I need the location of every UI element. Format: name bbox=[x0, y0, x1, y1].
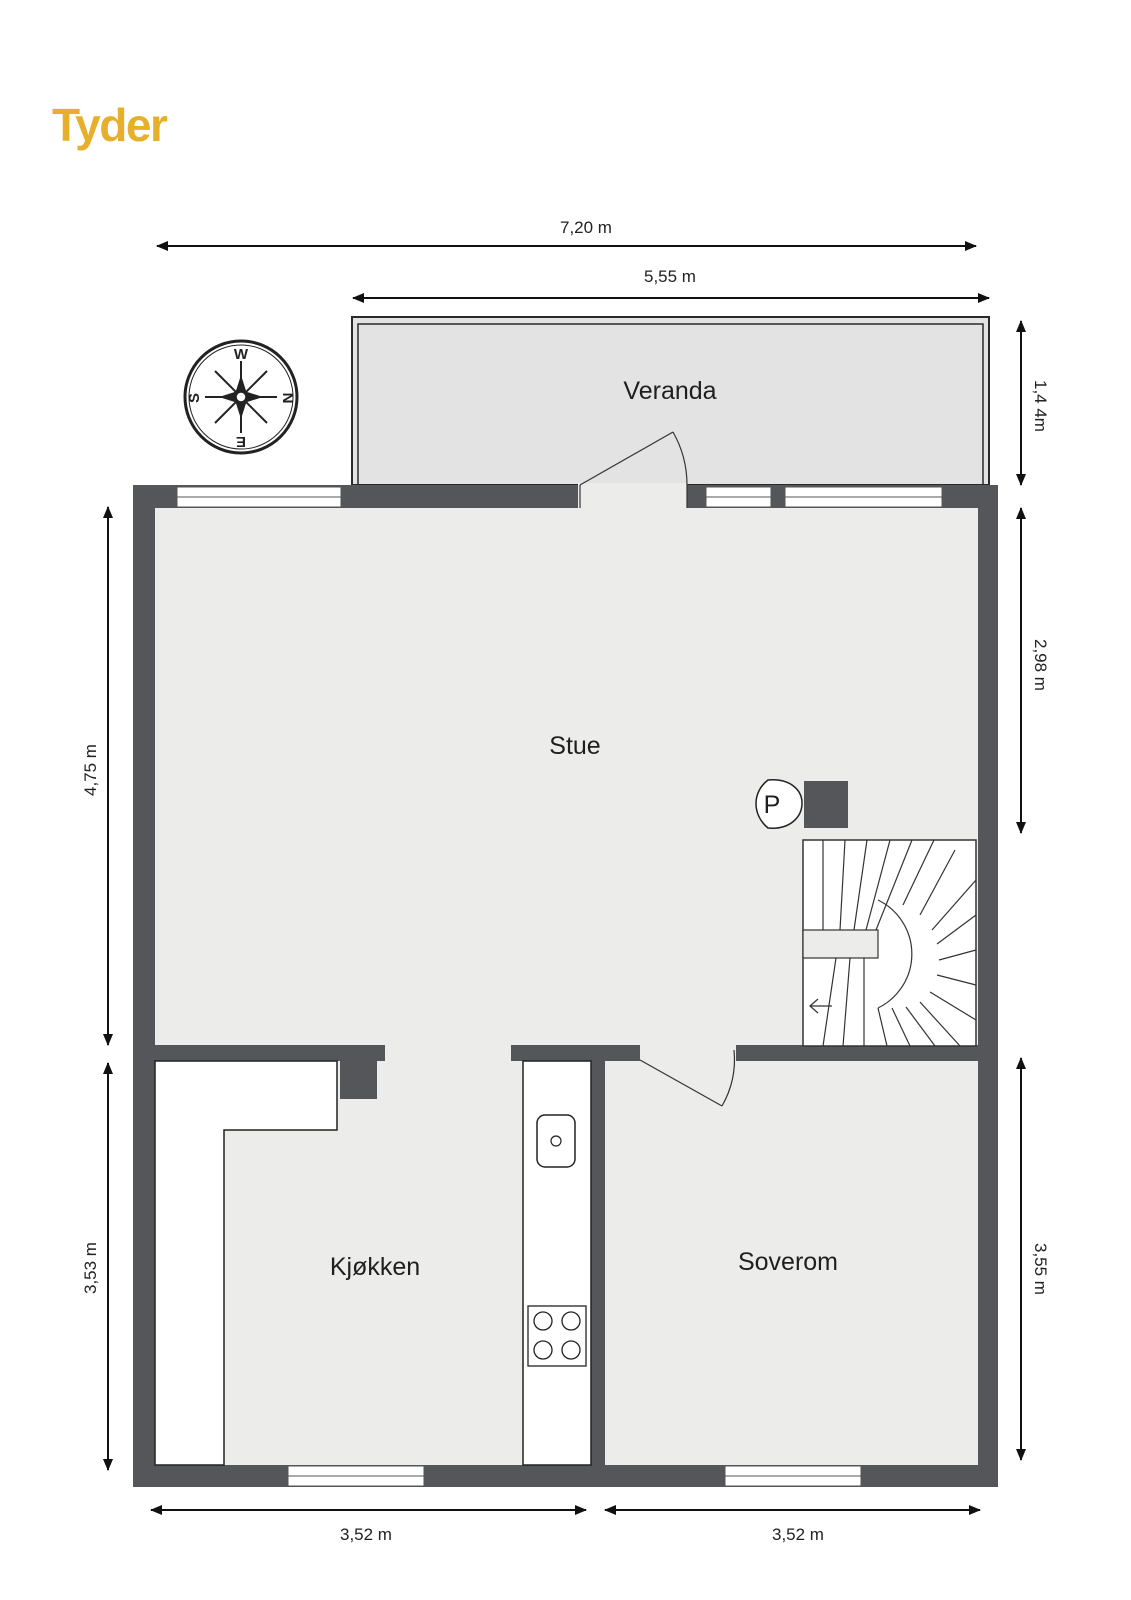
bedroom-door-opening bbox=[640, 1040, 736, 1065]
room-label-soverom: Soverom bbox=[738, 1248, 838, 1276]
p-marker-label: P bbox=[764, 791, 781, 819]
brand-logo: Tyder bbox=[52, 99, 168, 151]
kitchen-opening bbox=[385, 1040, 511, 1065]
room-label-stue: Stue bbox=[549, 732, 600, 760]
room-label-kjokken: Kjøkken bbox=[330, 1253, 420, 1281]
room-label-veranda: Veranda bbox=[623, 377, 716, 405]
kitchen-counter-l bbox=[154, 1060, 338, 1466]
veranda-door-opening bbox=[578, 483, 687, 511]
p-marker: P bbox=[755, 779, 803, 829]
compass-letter-top: W bbox=[234, 346, 249, 363]
window-top-right-small bbox=[705, 486, 772, 508]
soverom-floor bbox=[603, 1061, 978, 1465]
dim-label-top-total: 7,20 m bbox=[560, 218, 612, 237]
veranda-area: Veranda bbox=[351, 316, 990, 486]
chimney-block bbox=[804, 781, 848, 828]
dim-label-left-upper: 4,75 m bbox=[81, 744, 100, 796]
kitchen-bedroom-wall bbox=[589, 1061, 605, 1465]
window-bottom-kitchen bbox=[287, 1465, 425, 1487]
kitchen-pillar bbox=[340, 1059, 377, 1099]
dim-label-right-lower: 3,55 m bbox=[1031, 1243, 1050, 1295]
compass-rose-icon: W N E S bbox=[183, 339, 299, 455]
stove-icon bbox=[527, 1305, 587, 1367]
dim-label-top-veranda: 5,55 m bbox=[644, 267, 696, 286]
dim-label-left-lower: 3,53 m bbox=[81, 1242, 100, 1294]
compass-letter-left: S bbox=[186, 393, 203, 403]
dim-label-bottom-right: 3,52 m bbox=[772, 1525, 824, 1544]
compass-letter-right: N bbox=[279, 393, 296, 404]
bedroom-door bbox=[639, 1049, 736, 1107]
window-bottom-bedroom bbox=[724, 1465, 862, 1487]
veranda-door bbox=[579, 431, 688, 508]
staircase bbox=[802, 839, 977, 1047]
window-top-right bbox=[784, 486, 943, 508]
dim-label-bottom-left: 3,52 m bbox=[340, 1525, 392, 1544]
dim-label-right-upper: 2,98 m bbox=[1031, 639, 1050, 691]
compass-letter-bottom: E bbox=[236, 433, 246, 450]
window-top-left bbox=[176, 486, 342, 508]
dim-label-right-veranda: 1,4 4m bbox=[1031, 380, 1050, 432]
sink-icon bbox=[536, 1114, 576, 1168]
